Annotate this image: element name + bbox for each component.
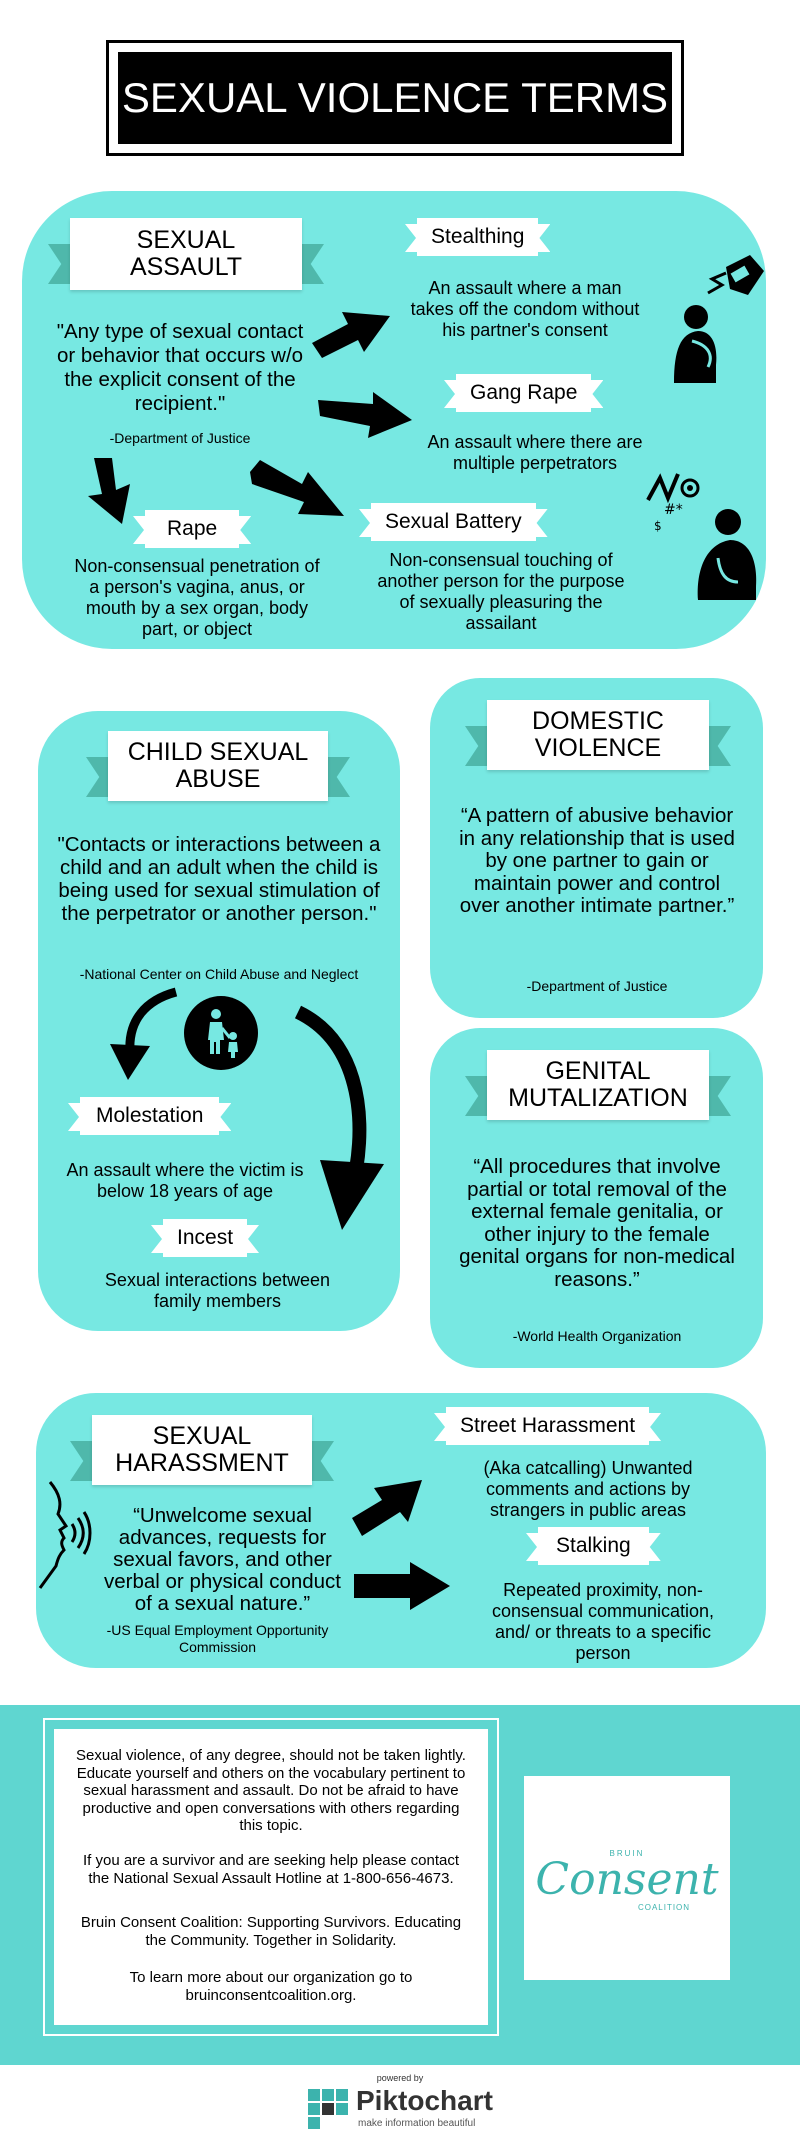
street-harassment-tag: Street Harassment bbox=[434, 1407, 662, 1445]
stealthing-tag: Stealthing bbox=[405, 218, 551, 256]
stalking-text: Repeated proximity, non-consensual commu… bbox=[491, 1580, 715, 1663]
page-title: SEXUAL VIOLENCE TERMS bbox=[121, 74, 669, 121]
parent-child-icon bbox=[184, 996, 258, 1070]
stalking-label: Stalking bbox=[538, 1527, 649, 1565]
sexual-assault-source: -Department of Justice bbox=[109, 430, 251, 446]
domestic-violence-source: -Department of Justice bbox=[526, 978, 668, 994]
rape-label: Rape bbox=[145, 510, 240, 548]
gang-rape-text: An assault where there are multiple perp… bbox=[427, 432, 643, 473]
gang-rape-tag: Gang Rape bbox=[444, 374, 604, 412]
child-abuse-heading: CHILD SEXUAL ABUSE bbox=[108, 731, 328, 801]
speaking-face-icon bbox=[38, 1481, 92, 1589]
molestation-tag: Molestation bbox=[68, 1097, 232, 1135]
arrow-icon bbox=[88, 458, 130, 524]
logo-main-text: Consent bbox=[535, 1854, 719, 1905]
domestic-violence-heading: DOMESTIC VIOLENCE bbox=[487, 700, 709, 770]
sexual-assault-ribbon: SEXUAL ASSAULT bbox=[48, 218, 324, 290]
domestic-violence-ribbon: DOMESTIC VIOLENCE bbox=[465, 700, 731, 770]
piktochart-credit[interactable]: Piktochart make information beautiful bbox=[308, 2085, 508, 2133]
piktochart-logo-icon bbox=[308, 2089, 348, 2129]
powered-by-text: powered by bbox=[376, 2073, 424, 2083]
street-harassment-label: Street Harassment bbox=[446, 1407, 650, 1445]
bruin-consent-logo: BRUIN Consent COALITION bbox=[524, 1776, 730, 1980]
sexual-harassment-quote: “Unwelcome sexual advances, requests for… bbox=[103, 1504, 341, 1615]
logo-bottom-text: COALITION bbox=[637, 1903, 691, 1912]
child-abuse-quote: "Contacts or interactions between a chil… bbox=[57, 833, 381, 925]
footer-text-box: Sexual violence, of any degree, should n… bbox=[54, 1729, 488, 2025]
sexual-harassment-heading: SEXUAL HARASSMENT bbox=[92, 1415, 312, 1485]
sexual-battery-label: Sexual Battery bbox=[371, 503, 536, 541]
stealthing-text: An assault where a man takes off the con… bbox=[410, 278, 640, 340]
sexual-battery-tag: Sexual Battery bbox=[359, 503, 548, 541]
sexual-assault-heading: SEXUAL ASSAULT bbox=[70, 218, 302, 290]
child-abuse-ribbon: CHILD SEXUAL ABUSE bbox=[86, 731, 350, 801]
arrow-icon bbox=[352, 1480, 422, 1536]
arrow-icon bbox=[110, 987, 178, 1080]
arrow-icon bbox=[294, 1005, 384, 1230]
title-frame: SEXUAL VIOLENCE TERMS bbox=[106, 40, 684, 156]
molestation-text: An assault where the victim is below 18 … bbox=[66, 1160, 304, 1201]
svg-text:$: $ bbox=[654, 519, 662, 533]
footer-paragraph-1: Sexual violence, of any degree, should n… bbox=[76, 1747, 466, 1834]
distressed-person-icon: #* $ bbox=[646, 473, 757, 600]
genital-mutalization-quote: “All procedures that involve partial or … bbox=[459, 1155, 735, 1291]
svg-text:#*: #* bbox=[664, 502, 683, 518]
incest-label: Incest bbox=[163, 1219, 248, 1257]
footer-frame bbox=[43, 1718, 499, 2036]
domestic-violence-quote: “A pattern of abusive behavior in any re… bbox=[459, 804, 735, 917]
child-abuse-source: -National Center on Child Abuse and Negl… bbox=[79, 966, 359, 982]
footer-paragraph-3: Bruin Consent Coalition: Supporting Surv… bbox=[80, 1914, 462, 1949]
incest-tag: Incest bbox=[151, 1219, 260, 1257]
arrow-icon bbox=[312, 312, 390, 358]
sexual-harassment-ribbon: SEXUAL HARASSMENT bbox=[70, 1415, 334, 1485]
piktochart-tagline: make information beautiful bbox=[358, 2118, 476, 2129]
genital-mutalization-heading: GENITAL MUTALIZATION bbox=[487, 1050, 709, 1120]
rape-text: Non-consensual penetration of a person's… bbox=[74, 556, 320, 639]
arrow-icon bbox=[250, 460, 344, 516]
genital-mutalization-source: -World Health Organization bbox=[512, 1328, 682, 1344]
logo-top-text: BRUIN bbox=[609, 1849, 645, 1858]
footer-paragraph-2: If you are a survivor and are seeking he… bbox=[82, 1852, 460, 1887]
molestation-label: Molestation bbox=[80, 1097, 220, 1135]
sexual-assault-quote: "Any type of sexual contact or behavior … bbox=[56, 320, 304, 415]
genital-mutalization-ribbon: GENITAL MUTALIZATION bbox=[465, 1050, 731, 1120]
incest-text: Sexual interactions between family membe… bbox=[104, 1270, 331, 1311]
sexual-harassment-source: -US Equal Employment Opportunity Commiss… bbox=[106, 1622, 329, 1655]
sexual-battery-text: Non-consensual touching of another perso… bbox=[377, 550, 625, 633]
stealthing-label: Stealthing bbox=[417, 218, 539, 256]
piktochart-brand: Piktochart bbox=[356, 2085, 493, 2116]
gang-rape-label: Gang Rape bbox=[456, 374, 592, 412]
arrow-icon bbox=[354, 1562, 450, 1610]
title-box: SEXUAL VIOLENCE TERMS bbox=[118, 52, 672, 144]
street-harassment-text: (Aka catcalling) Unwanted comments and a… bbox=[483, 1458, 693, 1520]
stalking-tag: Stalking bbox=[526, 1527, 661, 1565]
footer-paragraph-4: To learn more about our organization go … bbox=[129, 1969, 413, 2004]
arrow-icon bbox=[318, 392, 412, 438]
rape-tag: Rape bbox=[133, 510, 252, 548]
woman-condom-icon bbox=[674, 255, 764, 383]
